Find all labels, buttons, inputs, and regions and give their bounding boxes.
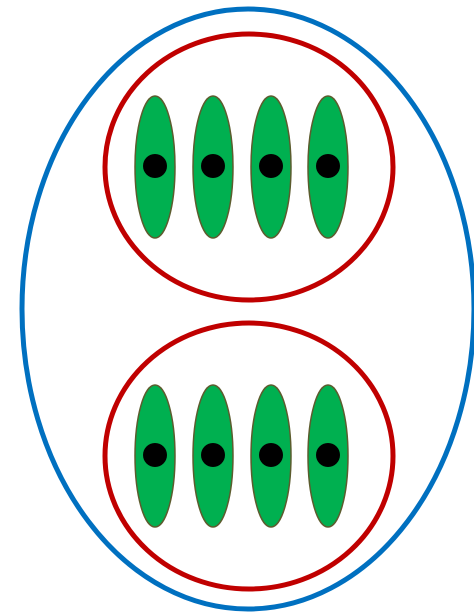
item-dot (259, 154, 283, 178)
inner-group-1 (102, 31, 396, 303)
group-item (250, 384, 292, 528)
group-item (134, 384, 176, 528)
item-dot (316, 443, 340, 467)
group-item (307, 95, 349, 239)
inner-group-2 (102, 320, 396, 592)
item-dot (201, 443, 225, 467)
group-item (134, 95, 176, 239)
group-item (192, 95, 234, 239)
item-dot (143, 443, 167, 467)
inner-group-circle (102, 31, 396, 303)
item-dot (143, 154, 167, 178)
inner-group-circle (102, 320, 396, 592)
item-dot (201, 154, 225, 178)
group-item (250, 95, 292, 239)
outer-group-ellipse (19, 6, 474, 612)
item-dot (316, 154, 340, 178)
group-item (192, 384, 234, 528)
group-item (307, 384, 349, 528)
item-dot (259, 443, 283, 467)
